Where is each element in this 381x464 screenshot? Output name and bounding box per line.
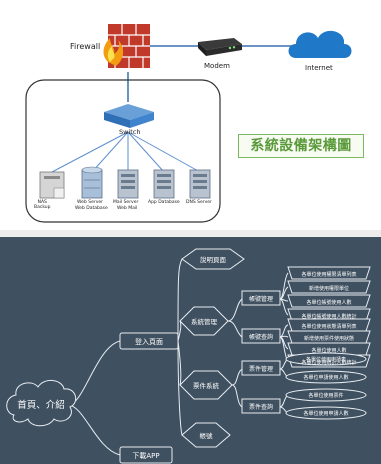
- leaf-c1: 各單位申請使用人數: [303, 374, 348, 381]
- mind-map-labels: 首頁、介紹 登入頁面 下載APP 說明頁面 系統管理 票件系統 帳號 帳號管理 …: [17, 255, 356, 460]
- branch-root-download: [67, 404, 121, 456]
- node-ticket-mgmt: [241, 360, 281, 376]
- server-dns-label: DNS Server: [186, 200, 212, 205]
- node-login: [119, 332, 179, 350]
- server-mail-sub: Web Mail: [117, 206, 138, 211]
- lan-enclosure: [25, 79, 221, 223]
- switch-label: Switch: [119, 128, 141, 136]
- mind-map: 首頁、介紹 登入頁面 下載APP 說明頁面 系統管理 票件系統 帳號 帳號管理 …: [0, 237, 381, 464]
- app-database-icon: [153, 169, 175, 199]
- root-cloud-shape: [6, 380, 77, 427]
- leaf-c1-shape: [285, 370, 367, 384]
- leaf-b1: 新增使用票件使用狀態: [304, 335, 354, 342]
- system-label: 系統管理: [191, 317, 218, 326]
- branch-ticket-query: [231, 384, 243, 408]
- root-label: 首頁、介紹: [17, 399, 65, 411]
- server-mail-label: Mail Server: [113, 200, 139, 205]
- ticket-query-label: 票件查詢: [249, 403, 273, 411]
- ticket-label: 票件系統: [193, 381, 220, 390]
- mind-map-branches: [67, 258, 289, 456]
- node-ticket: [179, 370, 233, 400]
- branch-system-mgmt: [227, 298, 243, 322]
- account-query-label: 帳號查詢: [249, 333, 273, 341]
- firewall-icon: [103, 24, 150, 68]
- leaf-a0-shape: [287, 266, 371, 280]
- download-label: 下載APP: [132, 451, 159, 460]
- diagram-title-box: 系統設備架構圖: [238, 134, 364, 158]
- server-app-label: App Database: [148, 200, 180, 205]
- node-account-mgmt: [241, 290, 281, 306]
- leaf-b2: 各單位使用人數: [311, 347, 346, 354]
- ticket-mgmt-label: 票件管理: [249, 365, 273, 373]
- network-canvas: [25, 24, 352, 223]
- account-mgmt-label: 帳號管理: [249, 295, 273, 303]
- server-nas-label: NAS Backup: [34, 200, 51, 210]
- account-label: 帳號: [200, 431, 214, 440]
- leaf-b3: 各單位使用統計人數統計: [301, 359, 356, 366]
- switch-icon: [104, 104, 154, 128]
- switch-server-links: [51, 131, 201, 173]
- modem-label: Modem: [204, 62, 230, 70]
- internet-label: Internet: [305, 64, 333, 72]
- cloud-icon: [288, 30, 352, 58]
- dns-server-icon: [189, 169, 211, 199]
- mail-server-icon: [117, 169, 139, 199]
- leaf-a2: 各單位帳號使用人數: [306, 299, 351, 306]
- server-web-label: Web Server: [77, 200, 103, 205]
- node-about: [181, 248, 245, 270]
- node-account-query: [241, 328, 281, 344]
- leaf-d0: 各單位使用票件: [308, 392, 343, 399]
- mind-map-canvas: 首頁、介紹 登入頁面 下載APP 說明頁面 系統管理 票件系統 帳號 帳號管理 …: [6, 248, 371, 464]
- web-server-icon: [81, 166, 103, 199]
- leaf-d0-shape: [285, 388, 367, 402]
- leaf-d1-shape: [285, 406, 367, 420]
- leaf-a0: 各單位使用權限清單列表: [301, 271, 356, 278]
- node-system: [179, 306, 229, 336]
- branch-login-about: [177, 258, 183, 342]
- leaf-a3: 各單位帳號使用人數統計: [301, 313, 356, 320]
- mind-map-nodes: [119, 248, 371, 464]
- branch-login-account: [177, 340, 183, 436]
- modem-icon: [198, 38, 242, 56]
- leaf-c0: 各單位使用申請表: [306, 356, 346, 363]
- node-account: [181, 422, 231, 448]
- leaf-a1: 新增使用權限單位: [309, 285, 349, 292]
- branch-ticket-mgmt: [231, 368, 243, 386]
- leaf-b0: 各單位使用狀態清單列表: [301, 323, 356, 330]
- leaf-d1: 各單位使用申請人數: [303, 410, 348, 417]
- about-label: 說明頁面: [200, 255, 227, 264]
- server-web-sub: Web Database: [75, 206, 108, 211]
- login-label: 登入頁面: [135, 337, 163, 346]
- leaf-c0-shape: [285, 352, 367, 366]
- branch-system-query: [227, 320, 243, 338]
- network-diagram: Firewall Modem Internet Switch NAS Backu…: [0, 0, 381, 230]
- nas-backup-icon: [39, 171, 65, 199]
- leaf-a2-shape: [287, 294, 371, 308]
- leaf-a1-shape: [287, 280, 371, 294]
- node-download: [119, 446, 173, 464]
- firewall-label: Firewall: [70, 42, 101, 51]
- diagram-title: 系統設備架構圖: [250, 138, 352, 154]
- node-ticket-query: [241, 398, 281, 414]
- branch-root-login: [67, 340, 121, 406]
